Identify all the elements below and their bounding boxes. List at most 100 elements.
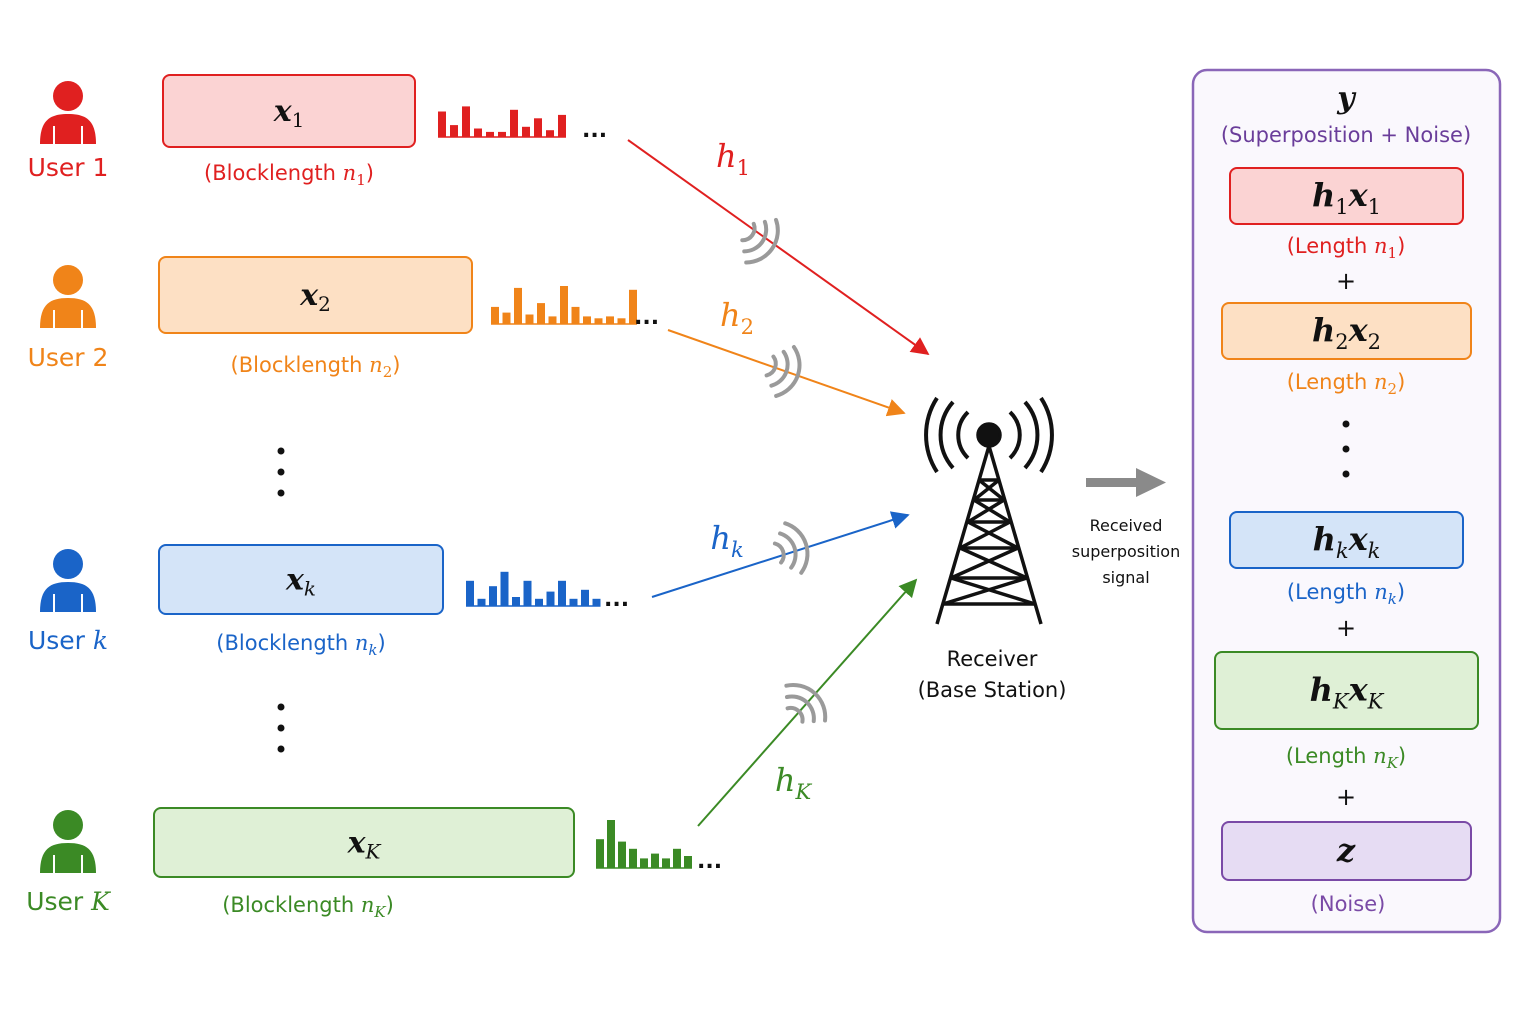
signal-ellipsis: ... xyxy=(604,587,629,612)
user-group-2: User 2x2(Blocklength n2)...h2 xyxy=(28,256,754,381)
signal-bar xyxy=(450,125,458,137)
channel-label: hk xyxy=(710,519,743,562)
channel-arrow-1 xyxy=(627,139,930,356)
signal-bar xyxy=(502,312,511,324)
term-symbol: hkxk xyxy=(1313,520,1381,563)
signal-bar xyxy=(474,128,482,137)
user-label: User 2 xyxy=(28,343,109,372)
user-icon xyxy=(40,81,96,144)
signal-bar xyxy=(522,126,530,137)
term-box xyxy=(1214,651,1479,730)
signal-bar xyxy=(498,131,506,137)
channel-label: hK xyxy=(775,761,813,804)
wireless-wave-icon xyxy=(784,683,828,724)
signal-bar xyxy=(581,589,589,606)
wireless-wave-icon xyxy=(772,521,810,575)
user-icon xyxy=(40,549,96,612)
signal-bar xyxy=(558,114,566,137)
output-term-3: hkxk (Length nk) + xyxy=(1229,511,1464,642)
output-arrow xyxy=(1086,468,1166,497)
signal-bar xyxy=(500,571,509,606)
plus-sign: + xyxy=(1336,783,1356,811)
signal-bars xyxy=(596,820,692,869)
signal-bar xyxy=(640,858,648,868)
term-symbol: h1x1 xyxy=(1312,176,1381,219)
signal-bar xyxy=(592,598,601,606)
user-group-1: User 1 x1 (Blocklength n1)... h1 xyxy=(28,74,750,189)
signal-bar xyxy=(569,598,578,606)
vertical-ellipsis-panel xyxy=(1342,420,1350,478)
received-note-line2: superposition xyxy=(1072,542,1180,561)
term-box xyxy=(1229,511,1464,569)
signal-bar xyxy=(607,820,615,868)
plus-sign: + xyxy=(1336,267,1356,295)
signal-bar xyxy=(462,106,470,137)
signal-bars xyxy=(491,286,637,325)
user-group-3: User kxk(Blocklength nk)...hk xyxy=(28,519,744,659)
signal-bar xyxy=(596,839,604,868)
noise-box xyxy=(1221,821,1472,881)
block-symbol: xK xyxy=(347,826,382,864)
output-term-2: h2x2 (Length n2) xyxy=(1221,302,1472,398)
signal-bar xyxy=(629,848,637,868)
wireless-wave-icon xyxy=(740,217,780,265)
user-label: User 1 xyxy=(28,153,109,182)
term-symbol: hKxK xyxy=(1310,671,1385,714)
channel-label: h1 xyxy=(716,137,750,180)
term-length-caption: (Length n1) xyxy=(1287,234,1406,262)
blocklength-caption: (Blocklength n1) xyxy=(204,161,374,189)
signal-bar xyxy=(512,597,520,606)
signal-bar xyxy=(560,286,568,324)
signal-bar xyxy=(546,130,554,137)
signal-bars xyxy=(438,106,566,138)
blocklength-caption: (Blocklength nk) xyxy=(216,631,385,659)
signal-bar xyxy=(546,591,555,606)
output-term-1: h1x1 (Length n1) + xyxy=(1229,167,1464,295)
signal-bar xyxy=(523,580,532,606)
blocklength-caption: (Blocklength n2) xyxy=(231,353,401,381)
signal-bar xyxy=(651,853,659,868)
received-note-line3: signal xyxy=(1102,568,1149,587)
signal-bar xyxy=(477,598,486,606)
user-label: User K xyxy=(26,887,111,916)
signal-bar xyxy=(486,131,494,137)
signal-bar xyxy=(606,316,614,324)
signal-bar xyxy=(534,118,542,137)
signal-bar xyxy=(535,598,543,606)
noise-symbol: z xyxy=(1336,831,1356,869)
vertical-ellipsis-left-lower xyxy=(277,703,285,753)
block-symbol: x2 xyxy=(299,278,331,316)
vertical-ellipsis-left-upper xyxy=(277,447,285,497)
blocklength-block xyxy=(162,74,416,148)
noise-caption: (Noise) xyxy=(1311,892,1386,916)
term-length-caption: (Length nk) xyxy=(1287,580,1405,608)
signal-bar xyxy=(466,580,474,606)
signal-bar xyxy=(525,314,534,324)
term-length-caption: (Length n2) xyxy=(1287,370,1406,398)
output-subtitle: (Superposition + Noise) xyxy=(1221,123,1471,147)
signal-ellipsis: ... xyxy=(634,305,659,330)
wireless-wave-icon xyxy=(764,345,802,398)
signal-bar xyxy=(673,848,681,868)
signal-bar xyxy=(594,318,603,324)
plus-sign: + xyxy=(1336,614,1356,642)
signal-ellipsis: ... xyxy=(697,849,722,874)
output-title: y xyxy=(1336,81,1357,116)
signal-bars xyxy=(466,571,601,607)
term-length-caption: (Length nK) xyxy=(1286,744,1406,772)
signal-bar xyxy=(548,316,557,324)
term-symbol: h2x2 xyxy=(1312,311,1381,354)
channel-arrow-k xyxy=(651,511,910,598)
signal-bar xyxy=(514,287,522,324)
blocklength-block xyxy=(158,544,444,615)
signal-bar xyxy=(571,306,580,324)
received-note-line1: Received xyxy=(1090,516,1163,535)
user-label: User k xyxy=(28,626,108,655)
output-term-4: hKxK (Length nK) + xyxy=(1214,651,1479,811)
block-symbol: x1 xyxy=(273,94,305,132)
signal-bar xyxy=(438,111,446,137)
user-icon xyxy=(40,810,96,873)
signal-ellipsis: ... xyxy=(582,118,607,143)
signal-bar xyxy=(618,841,626,868)
